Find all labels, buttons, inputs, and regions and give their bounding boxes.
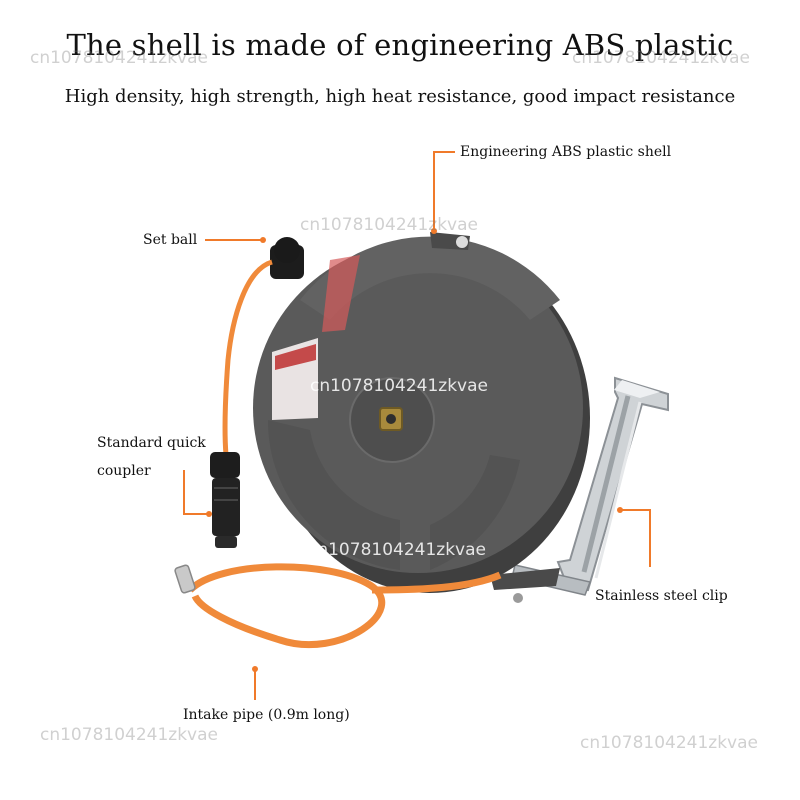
watermark: cn1078104241zkvae: [580, 733, 758, 753]
quick-coupler: [210, 452, 240, 548]
callout-line-clip: [620, 509, 651, 567]
headline: The shell is made of engineering ABS pla…: [66, 28, 734, 62]
callout-coupler-line2: coupler: [97, 463, 151, 479]
reel-shell: [253, 232, 590, 603]
callout-set-ball: Set ball: [143, 232, 198, 248]
watermark: cn1078104241zkvae: [30, 48, 208, 68]
watermark: cn1078104241zkvae: [572, 48, 750, 68]
callout-intake: Intake pipe (0.9m long): [183, 707, 350, 723]
watermark: cn1078104241zkvae: [40, 725, 218, 745]
watermark: cn1078104241zkvae: [308, 540, 486, 560]
callout-clip: Stainless steel clip: [595, 588, 728, 604]
callout-line-coupler: [183, 470, 208, 515]
callout-shell: Engineering ABS plastic shell: [460, 144, 672, 160]
callout-lines: [183, 151, 651, 700]
watermark: cn1078104241zkvae: [300, 215, 478, 235]
callout-coupler-line1: Standard quick: [97, 435, 206, 451]
callout-line-shell: [433, 151, 455, 230]
subheadline: High density, high strength, high heat r…: [64, 86, 736, 107]
set-ball: [270, 237, 304, 279]
hose-upper: [222, 259, 273, 456]
intake-hose: [174, 563, 502, 648]
watermark: cn1078104241zkvae: [310, 376, 488, 396]
